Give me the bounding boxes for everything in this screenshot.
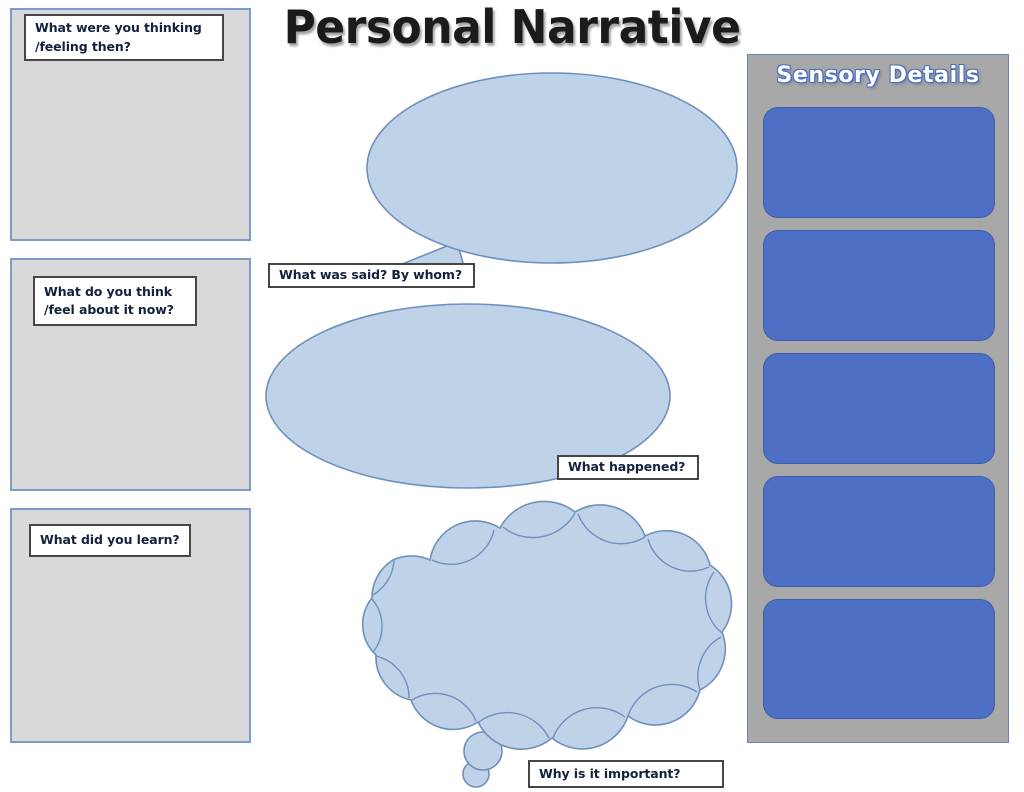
label-line-1: What did you learn? — [40, 532, 180, 548]
page-title: Personal Narrative — [0, 0, 1024, 55]
label-what-did-you-learn: What did you learn? — [29, 524, 191, 557]
sensory-box-5[interactable] — [763, 599, 995, 719]
cloud-scallop-lines — [371, 512, 723, 739]
panel-what-did-you-learn[interactable] — [10, 508, 251, 743]
sensory-details-title: Sensory Details — [776, 63, 980, 88]
page-title-text: Personal Narrative — [283, 0, 741, 55]
label-line-1: What were you thinking — [35, 20, 202, 36]
label-line-1: What do you think — [44, 283, 172, 299]
label-what-was-said: What was said? By whom? — [268, 263, 475, 288]
ellipse-body — [265, 303, 671, 489]
label-think-feel-now: What do you think /feel about it now? — [33, 276, 197, 326]
speech-bubble-what-was-said[interactable] — [349, 72, 738, 286]
thought-cloud-why-important[interactable] — [361, 500, 733, 788]
label-line-2: /feel about it now? — [44, 302, 174, 317]
sensory-box-2[interactable] — [763, 230, 995, 341]
speech-bubble-body — [366, 72, 738, 264]
speech-bubble-what-happened[interactable] — [265, 303, 671, 489]
sensory-box-3[interactable] — [763, 353, 995, 464]
label-text: What was said? By whom? — [279, 267, 462, 283]
label-what-happened: What happened? — [557, 455, 699, 480]
label-line-2: /feeling then? — [35, 38, 131, 54]
label-text: What happened? — [568, 459, 686, 475]
sensory-box-1[interactable] — [763, 107, 995, 218]
label-thinking-feeling-then: What were you thinking /feeling then? — [24, 14, 224, 61]
sensory-details-panel: Sensory Details — [747, 54, 1009, 743]
thought-trail-medium-circle — [463, 731, 503, 771]
thought-cloud-body — [361, 500, 733, 750]
label-why-is-it-important: Why is it important? — [528, 760, 724, 788]
label-text: Why is it important? — [539, 765, 681, 781]
sensory-box-4[interactable] — [763, 476, 995, 587]
